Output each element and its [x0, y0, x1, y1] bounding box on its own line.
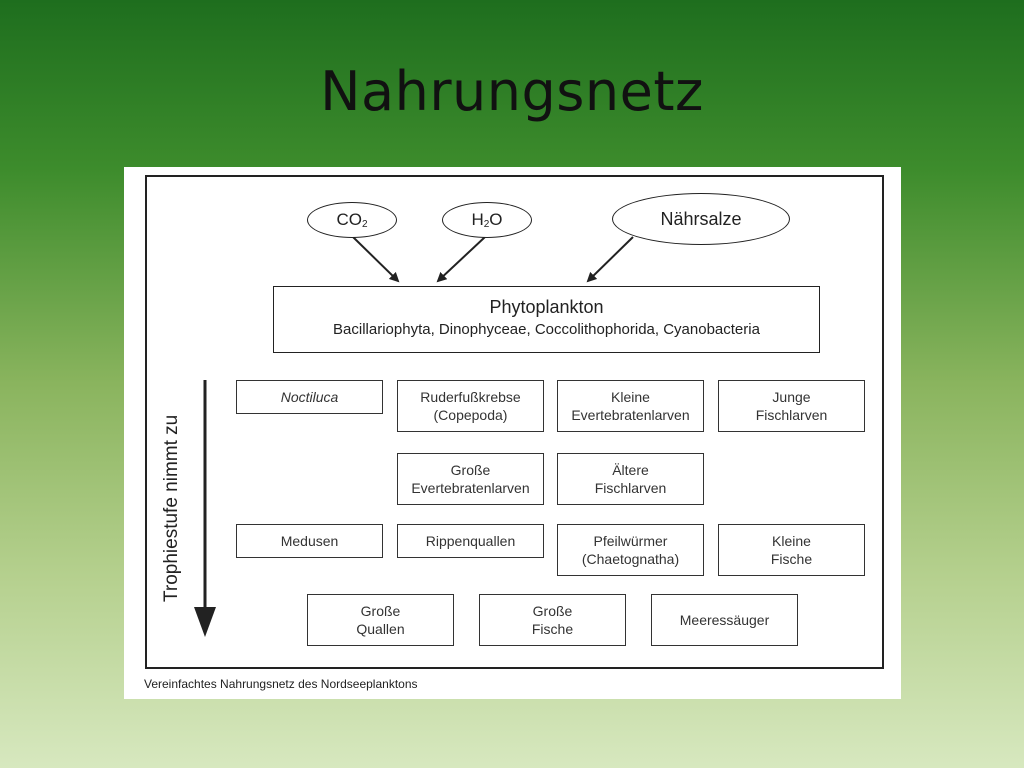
h2o-label: H2O: [471, 210, 503, 230]
trophic-axis-label: Trophiestufe nimmt zu: [161, 414, 182, 602]
arrow-h2o-to-phytoplankton: [436, 236, 486, 283]
node-small-invertebrate-larvae: Kleine Evertebratenlarven: [557, 380, 704, 432]
phytoplankton-title: Phytoplankton: [489, 297, 604, 317]
phytoplankton-taxa: Bacillariophyta, Dinophyceae, Coccolitho…: [333, 321, 760, 338]
node-young-fish-larvae: Junge Fischlarven: [718, 380, 865, 432]
co2-ellipse: CO2: [307, 202, 397, 238]
co2-label: CO2: [336, 210, 368, 230]
node-small-fish: Kleine Fische: [718, 524, 865, 576]
node-large-fish: Große Fische: [479, 594, 626, 646]
node-large-jellyfish: Große Quallen: [307, 594, 454, 646]
h2o-ellipse: H2O: [442, 202, 532, 238]
node-noctiluca: Noctiluca: [236, 380, 383, 414]
arrow-co2-to-phytoplankton: [352, 236, 400, 283]
node-medusen: Medusen: [236, 524, 383, 558]
node-copepoda: Ruderfußkrebse (Copepoda): [397, 380, 544, 432]
food-web-figure: CO2 H2O Nährsalze Phytoplankton Bacillar…: [124, 167, 901, 699]
node-large-invertebrate-larvae: Große Evertebratenlarven: [397, 453, 544, 505]
diagram-frame: [145, 175, 884, 669]
phytoplankton-box: Phytoplankton Bacillariophyta, Dinophyce…: [273, 286, 820, 353]
node-rippenquallen: Rippenquallen: [397, 524, 544, 558]
node-older-fish-larvae: Ältere Fischlarven: [557, 453, 704, 505]
diagram-connectors: [194, 236, 634, 637]
trophic-axis-arrowhead: [194, 607, 216, 637]
naehrsalze-label: Nährsalze: [660, 208, 742, 229]
naehrsalze-ellipse: Nährsalze: [612, 193, 790, 245]
figure-caption: Vereinfachtes Nahrungsnetz des Nordseepl…: [144, 677, 418, 691]
node-marine-mammals: Meeressäuger: [651, 594, 798, 646]
node-chaetognatha: Pfeilwürmer (Chaetognatha): [557, 524, 704, 576]
slide-title: Nahrungsnetz: [320, 60, 704, 123]
arrow-salts-to-phytoplankton: [586, 236, 634, 283]
